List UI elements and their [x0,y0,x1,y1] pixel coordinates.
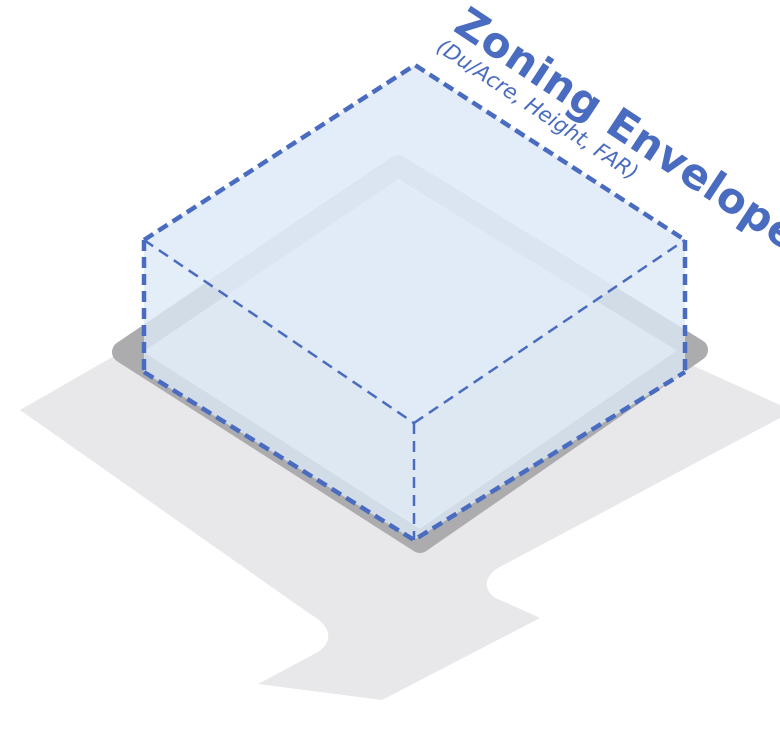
envelope-outline [141,62,688,543]
envelope-hidden-edges [143,238,686,540]
